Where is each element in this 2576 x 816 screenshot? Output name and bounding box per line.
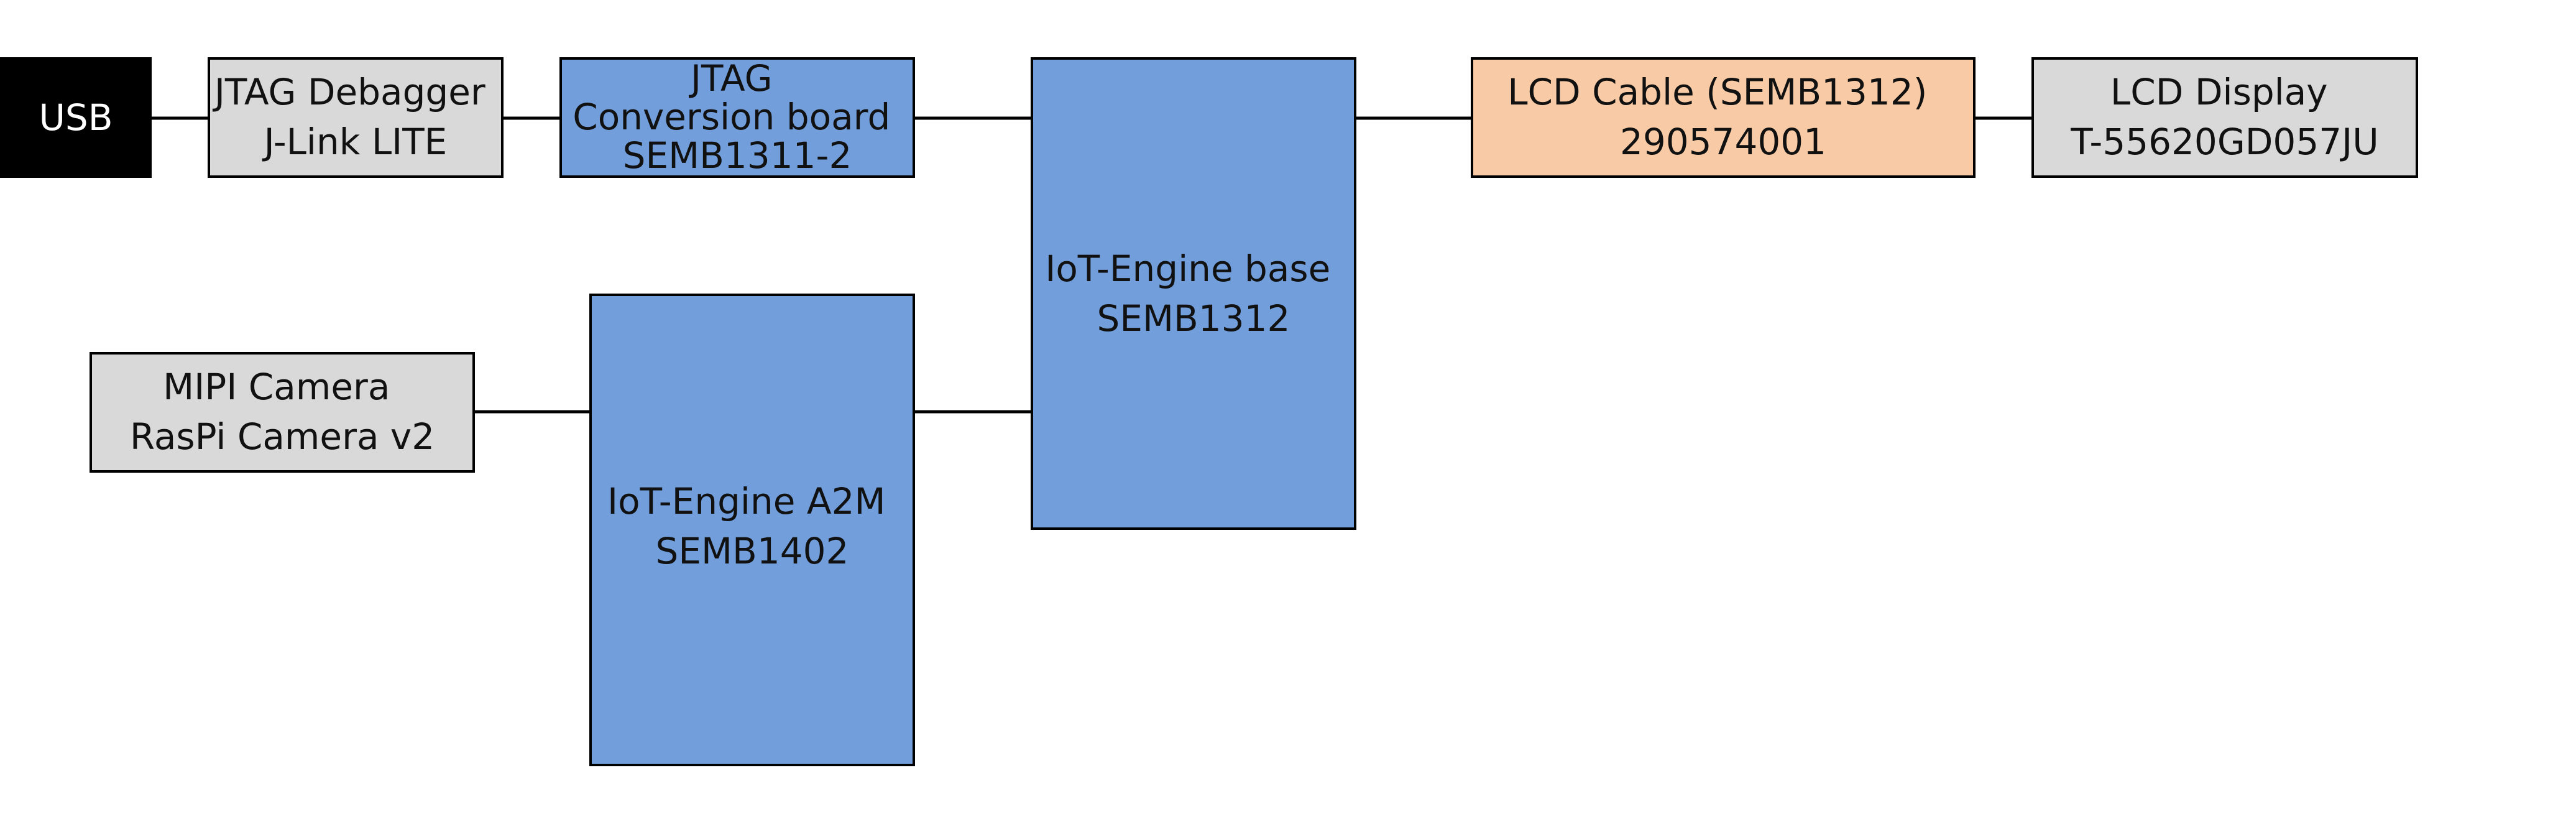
connectors (150, 116, 2033, 414)
iot-engine-a2m-block: IoT-Engine A2M SEMB1402 (589, 294, 915, 766)
usb-block: USB (0, 57, 152, 178)
usb-block-line-1: USB (39, 96, 113, 139)
jtag-debugger-line-2: J-Link LITE (262, 121, 448, 163)
jtag-debugger-block-box (208, 57, 504, 178)
mipi-camera-block-box (90, 352, 475, 473)
jtag-debugger-block-label: JTAG Debagger J-Link LITE (213, 71, 497, 163)
jtag-conversion-board-line-2: Conversion board (573, 96, 890, 138)
lcd-cable-block-label: LCD Cable (SEMB1312) 290574001 (1507, 71, 1939, 163)
usb-block-label: USB (39, 96, 113, 139)
jtag-debugger-block: JTAG Debagger J-Link LITE (208, 57, 504, 178)
iot-engine-base-block-label: IoT-Engine base SEMB1312 (1045, 248, 1342, 340)
jtag-conversion-board-line-1: JTAG (689, 57, 773, 100)
jtag-conversion-board-block-box (559, 57, 915, 178)
lcd-cable-block: LCD Cable (SEMB1312) 290574001 (1471, 57, 1976, 178)
iot-engine-base-line-2: SEMB1312 (1097, 297, 1290, 340)
iot-engine-base-line-1: IoT-Engine base (1045, 248, 1330, 290)
usb-block-box (0, 57, 152, 178)
lcd-cable-block-box (1471, 57, 1976, 178)
lcd-display-line-2: T-55620GD057JU (2070, 121, 2378, 163)
jtag-conversion-board-block-label: JTAG Conversion board SEMB1311-2 (573, 57, 902, 177)
lcd-cable-line-2: 290574001 (1620, 121, 1826, 163)
mipi-camera-block-label: MIPI Camera RasPi Camera v2 (130, 366, 435, 458)
lcd-display-line-1: LCD Display (2110, 71, 2328, 113)
iot-engine-base-block-box (1031, 57, 1356, 530)
iot-engine-a2m-block-label: IoT-Engine A2M SEMB1402 (607, 480, 897, 572)
lcd-display-block: LCD Display T-55620GD057JU (2031, 57, 2418, 178)
mipi-camera-line-2: RasPi Camera v2 (130, 415, 435, 458)
lcd-display-block-label: LCD Display T-55620GD057JU (2070, 71, 2378, 163)
iot-engine-a2m-line-1: IoT-Engine A2M (607, 480, 885, 522)
jtag-debugger-line-1: JTAG Debagger (213, 71, 485, 113)
iot-engine-a2m-block-box (589, 294, 915, 766)
lcd-cable-line-1: LCD Cable (SEMB1312) (1507, 71, 1927, 113)
mipi-camera-line-1: MIPI Camera (163, 366, 390, 408)
jtag-conversion-board-line-3: SEMB1311-2 (623, 134, 852, 177)
iot-engine-a2m-line-2: SEMB1402 (656, 530, 849, 572)
jtag-conversion-board-block: JTAG Conversion board SEMB1311-2 (559, 57, 915, 178)
lcd-display-block-box (2031, 57, 2418, 178)
mipi-camera-block: MIPI Camera RasPi Camera v2 (90, 352, 475, 473)
iot-engine-base-block: IoT-Engine base SEMB1312 (1031, 57, 1356, 530)
